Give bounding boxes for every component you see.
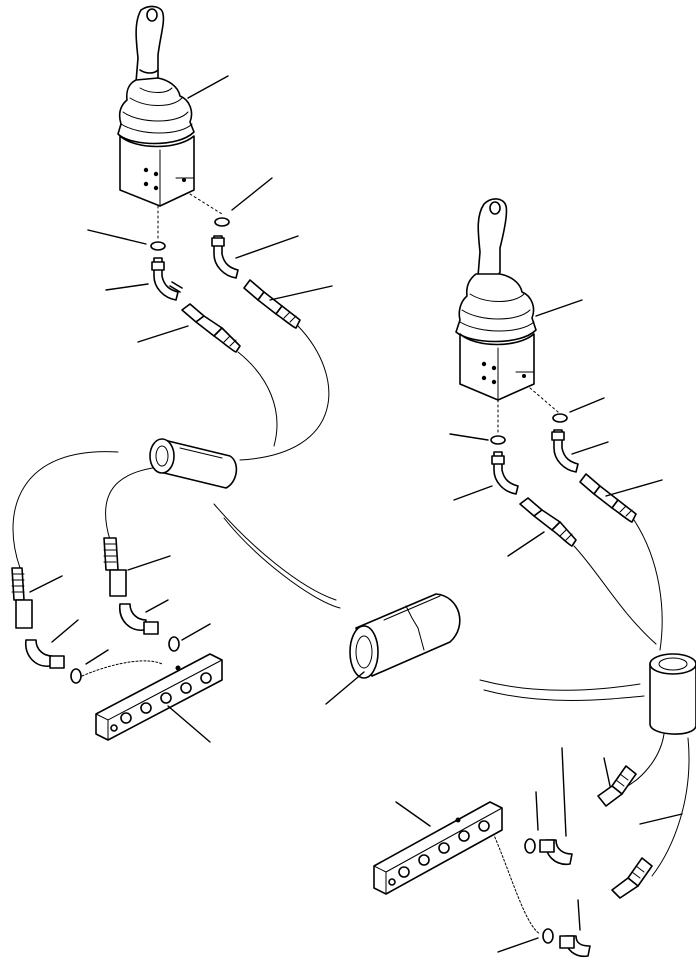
left-hose-sleeve <box>149 438 238 489</box>
callout-leaders <box>29 75 683 953</box>
right-joystick <box>455 198 559 433</box>
right-lower-fittings <box>489 765 653 958</box>
o-ring <box>150 241 166 251</box>
right-manifold-block <box>373 801 503 895</box>
left-manifold-block <box>95 653 223 741</box>
right-upper-fittings <box>490 413 637 547</box>
left-hoses <box>12 325 341 609</box>
left-joystick <box>117 5 223 239</box>
center-hose-sleeve <box>349 593 461 679</box>
left-lower-fittings <box>11 537 180 684</box>
o-ring <box>214 217 230 227</box>
right-hose-sleeve <box>649 653 696 735</box>
left-upper-fittings <box>150 217 301 353</box>
